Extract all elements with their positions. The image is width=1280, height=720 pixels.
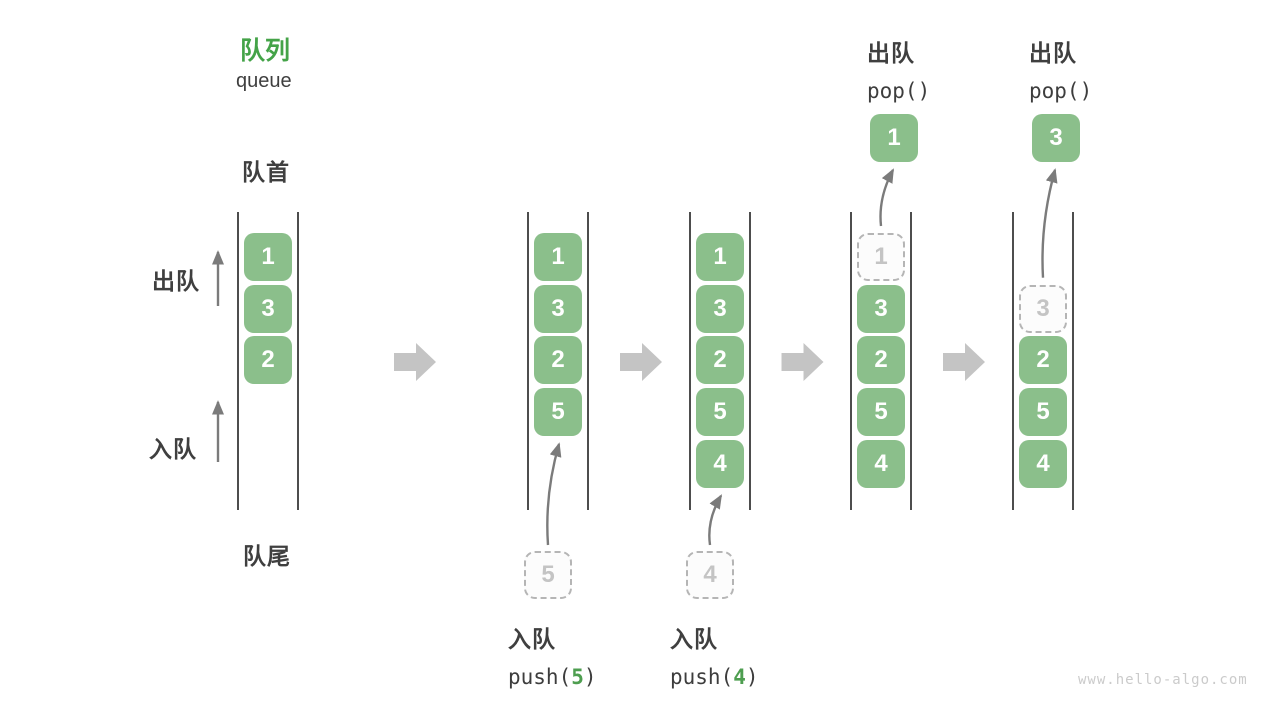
enqueue-arrow [708, 494, 723, 546]
queue-column [689, 212, 751, 510]
enqueue-op-code: push(4) [670, 665, 759, 689]
transition-arrow [943, 343, 985, 381]
dequeue-op-label: 出队 pop() [1029, 34, 1092, 103]
dashed-cell: 3 [1019, 284, 1067, 333]
queue-cell: 4 [857, 439, 905, 488]
queue-cell: 1 [244, 233, 292, 281]
queue-cell: 2 [857, 336, 905, 385]
queue-cell: 4 [696, 439, 744, 488]
queue-cell: 2 [244, 336, 292, 385]
enqueue-op-code: push(5) [508, 665, 597, 689]
queue-cell: 4 [1019, 439, 1067, 488]
pop-arrow [879, 168, 895, 227]
enqueue-arg: 5 [571, 665, 584, 689]
dequeue-op-label: 出队 pop() [867, 34, 930, 103]
popped-box: 3 [1032, 114, 1080, 162]
queue-cell: 3 [857, 284, 905, 333]
queue-column [850, 212, 912, 510]
diagram-title-en: queue [236, 70, 292, 92]
dequeue-op-code: pop() [1029, 79, 1093, 103]
enqueue-arrow [546, 442, 562, 546]
transition-arrow [781, 343, 824, 381]
queue-cell: 1 [696, 233, 744, 281]
queue-cell: 5 [696, 388, 744, 437]
queue-cell: 3 [534, 284, 582, 333]
queue-cell: 2 [534, 336, 582, 385]
enqueue-op-label: 入队 push(5) [508, 620, 597, 689]
queue-cell: 5 [534, 388, 582, 437]
diagram-title-zh: 队列 [240, 37, 291, 65]
dequeue-op-label-zh: 出队 [1029, 40, 1077, 66]
enqueue-op-label: 入队 push(4) [670, 620, 759, 689]
queue-column [1012, 212, 1074, 510]
enqueue-arg: 4 [733, 665, 746, 689]
label-enqueue-side: 入队 [149, 436, 197, 462]
transition-arrow [620, 343, 662, 381]
watermark: www.hello-algo.com [1078, 672, 1248, 688]
queue-cell: 5 [857, 388, 905, 437]
queue-cell: 5 [1019, 388, 1067, 437]
label-queue-rear: 队尾 [243, 543, 291, 569]
queue-cell: 1 [534, 233, 582, 281]
queue-cell: 3 [244, 284, 292, 333]
queue-column [527, 212, 589, 510]
dequeue-op-label-zh: 出队 [867, 40, 915, 66]
queue-column [237, 212, 299, 510]
dequeue-op-code: pop() [867, 79, 931, 103]
enqueue-op-label-zh: 入队 [508, 626, 556, 652]
transition-arrow [394, 343, 436, 381]
label-dequeue-side: 出队 [152, 268, 200, 294]
pop-arrow [1041, 168, 1058, 278]
queue-cell: 2 [1019, 336, 1067, 385]
incoming-box: 5 [524, 551, 572, 599]
popped-box: 1 [870, 114, 918, 162]
enqueue-op-label-zh: 入队 [670, 626, 718, 652]
incoming-box: 4 [686, 551, 734, 599]
label-queue-front: 队首 [242, 159, 290, 185]
queue-cell: 2 [696, 336, 744, 385]
queue-cell: 3 [696, 284, 744, 333]
dashed-cell: 1 [857, 233, 905, 281]
